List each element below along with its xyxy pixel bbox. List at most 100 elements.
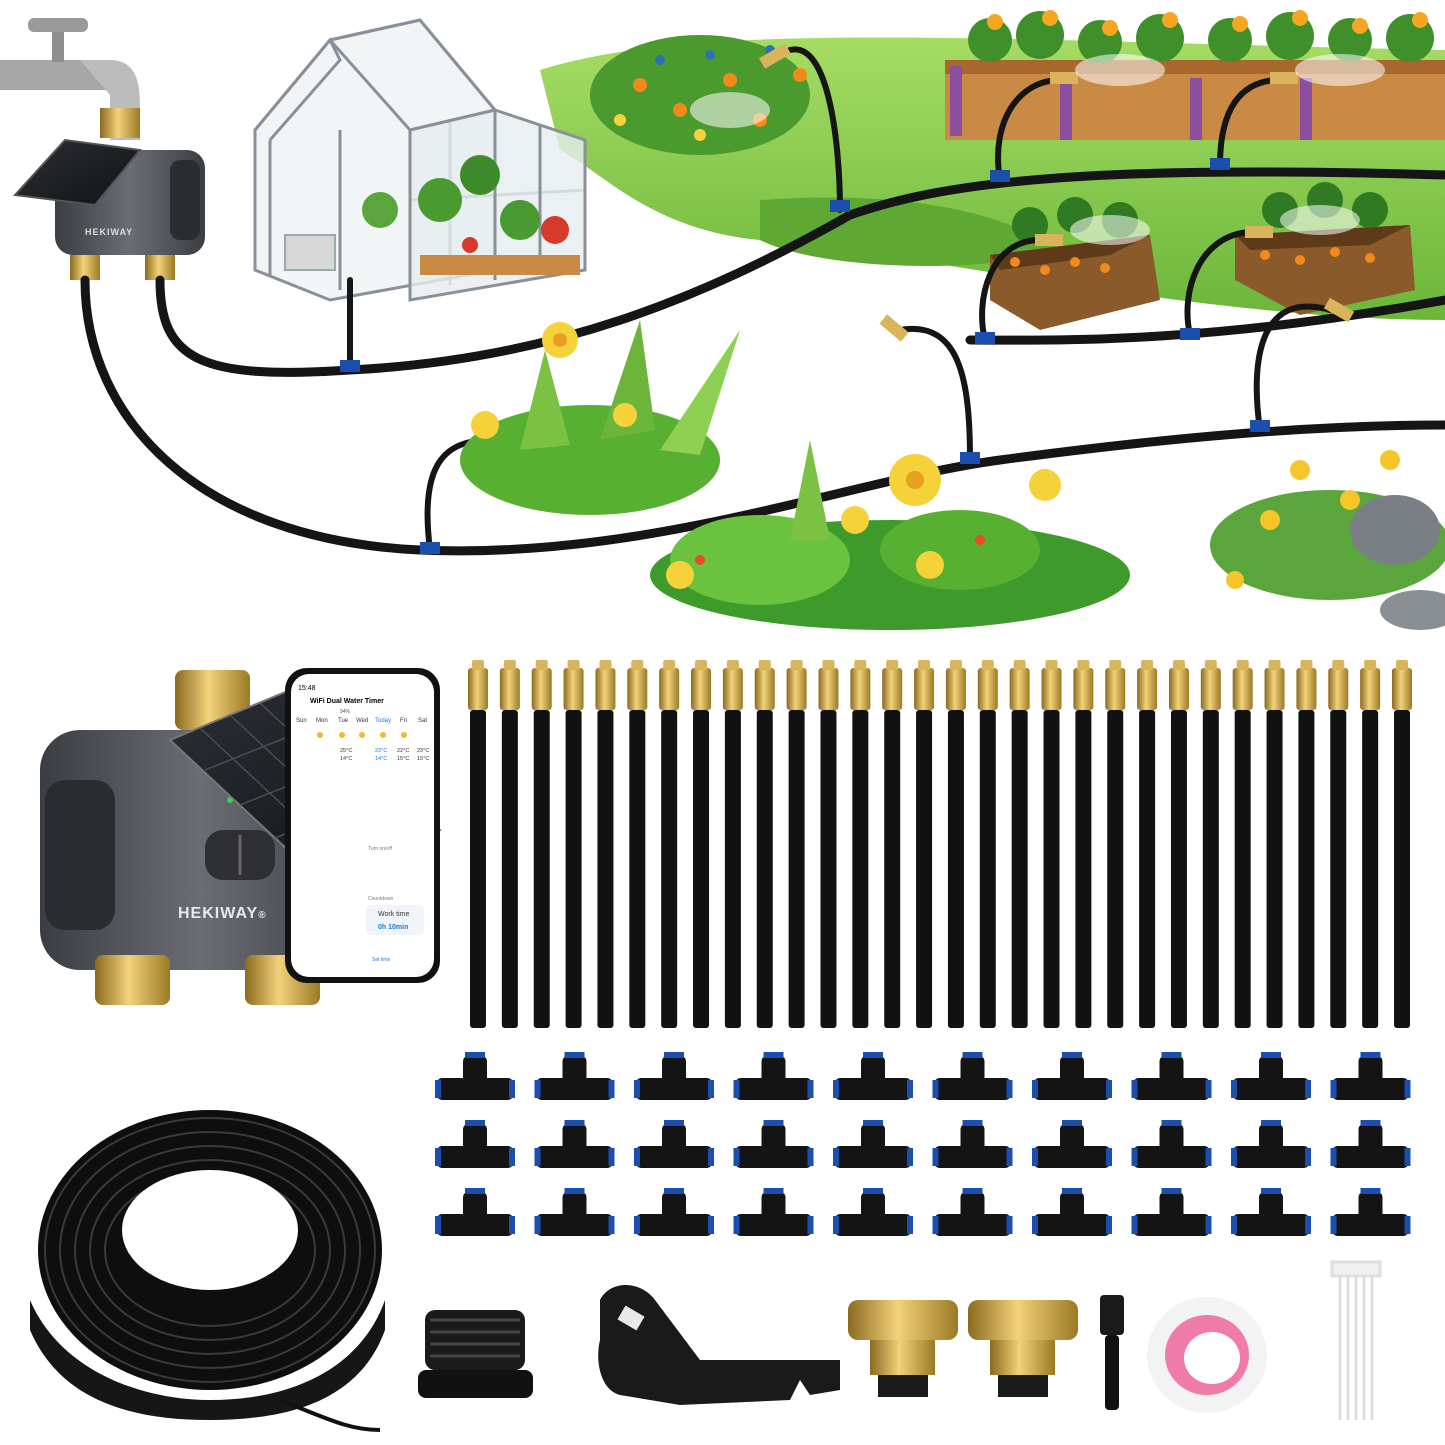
work-time-label: Work time (378, 911, 409, 918)
tee-connector (534, 1120, 615, 1168)
hose-adapter (418, 1310, 533, 1398)
temp-high: 23°C (375, 748, 387, 754)
tee-connector (1032, 1052, 1112, 1100)
temp-high: 22°C (397, 748, 409, 754)
temp-low: 15°C (397, 756, 409, 762)
misting-tube (1009, 660, 1030, 1028)
countdown-label: Countdown (368, 896, 394, 902)
tee-connector (634, 1188, 714, 1236)
temp-low: 14°C (375, 756, 387, 762)
tee-connector (435, 1052, 515, 1100)
tee-connector (534, 1052, 615, 1100)
flower-patch-top (590, 35, 810, 155)
misting-tube (659, 660, 680, 1028)
weather-day: Sat (418, 718, 427, 724)
tee-connectors-scene (340, 158, 1270, 554)
misting-tube (1296, 660, 1317, 1028)
misting-tube (850, 660, 871, 1028)
tee-connector (1231, 1052, 1311, 1100)
tee-connector (1131, 1188, 1212, 1236)
misting-tube (1168, 660, 1189, 1028)
misting-tube (1264, 660, 1285, 1028)
teflon-tape (1147, 1297, 1267, 1413)
small-brand-text: HEKIWAY (85, 227, 133, 237)
tee-connector (634, 1052, 714, 1100)
bush-center (460, 320, 740, 515)
raised-bed-carrots (990, 182, 1415, 330)
device-brand: HEKIWAY® (178, 905, 267, 922)
misting-tube (1137, 660, 1158, 1028)
tee-connector (932, 1120, 1013, 1168)
misting-tube (691, 660, 712, 1028)
tee-connector (833, 1120, 913, 1168)
bush-bottom (650, 440, 1130, 630)
tee-connector (833, 1052, 913, 1100)
tee-connector (733, 1052, 814, 1100)
garden-scene: HEKIWAY (0, 10, 1445, 630)
greenhouse-plants (284, 155, 580, 275)
temp-low: 14°C (340, 756, 352, 762)
pipe-cutter-icon (598, 1285, 840, 1405)
tee-connector (932, 1188, 1013, 1236)
tee-connector (1330, 1120, 1411, 1168)
misting-tube (818, 660, 839, 1028)
misting-tube (754, 660, 775, 1028)
brass-adapters (848, 1300, 1078, 1397)
tee-connector (1032, 1188, 1112, 1236)
misting-tube (1392, 660, 1412, 1028)
misting-tube (1073, 660, 1094, 1028)
tee-connector (733, 1120, 814, 1168)
misting-tube (1041, 660, 1062, 1028)
misting-tube (531, 660, 552, 1028)
tee-connector (1131, 1052, 1212, 1100)
weather-day: Sun (296, 718, 307, 724)
tee-connector (1231, 1188, 1311, 1236)
weather-day: Wed (356, 718, 368, 724)
temp-high: 25°C (340, 748, 352, 754)
tee-connector (1330, 1052, 1411, 1100)
faucet-icon (0, 18, 140, 140)
misting-tube (786, 660, 807, 1028)
misting-tube (563, 660, 584, 1028)
tee-connectors (435, 1052, 1411, 1236)
misting-tube (977, 660, 998, 1028)
misting-tube (1105, 660, 1126, 1028)
misting-tube (722, 660, 743, 1028)
solar-panel-icon (12, 138, 142, 207)
weather-temps: 25°C 23°C 22°C 23°C 14°C 14°C 15°C 15°C (340, 748, 429, 762)
misting-tube (627, 660, 648, 1028)
battery-status: 94% (340, 709, 351, 715)
tee-connector (1131, 1120, 1212, 1168)
tee-connector (435, 1188, 515, 1236)
tee-connector (1330, 1188, 1411, 1236)
phone-time: 15:48 (298, 685, 316, 692)
app-title: WiFi Dual Water Timer (310, 698, 384, 705)
end-plug (1100, 1295, 1124, 1410)
misting-tube (945, 660, 966, 1028)
tee-connector (534, 1188, 615, 1236)
weather-day: Fri (400, 718, 407, 724)
tee-connector (634, 1120, 714, 1168)
tubing-coil-icon (30, 1110, 385, 1432)
work-time-value: 0h 10min (378, 924, 408, 931)
misting-tube (914, 660, 935, 1028)
misting-tube (1360, 660, 1381, 1028)
misting-tubes (468, 660, 1412, 1028)
misting-tube (499, 660, 520, 1028)
misting-tube (882, 660, 903, 1028)
tee-connector (1231, 1120, 1311, 1168)
tee-connector (833, 1188, 913, 1236)
cable-ties-icon (1330, 1260, 1382, 1420)
misting-tube (1328, 660, 1349, 1028)
misting-tube (595, 660, 616, 1028)
weather-day: Tue (338, 718, 349, 724)
rock-garden (1210, 450, 1445, 630)
tee-connector (733, 1188, 814, 1236)
misting-tube (1200, 660, 1221, 1028)
turn-label: Turn on/off (368, 846, 393, 852)
temp-low: 15°C (417, 756, 429, 762)
temp-high: 23°C (417, 748, 429, 754)
